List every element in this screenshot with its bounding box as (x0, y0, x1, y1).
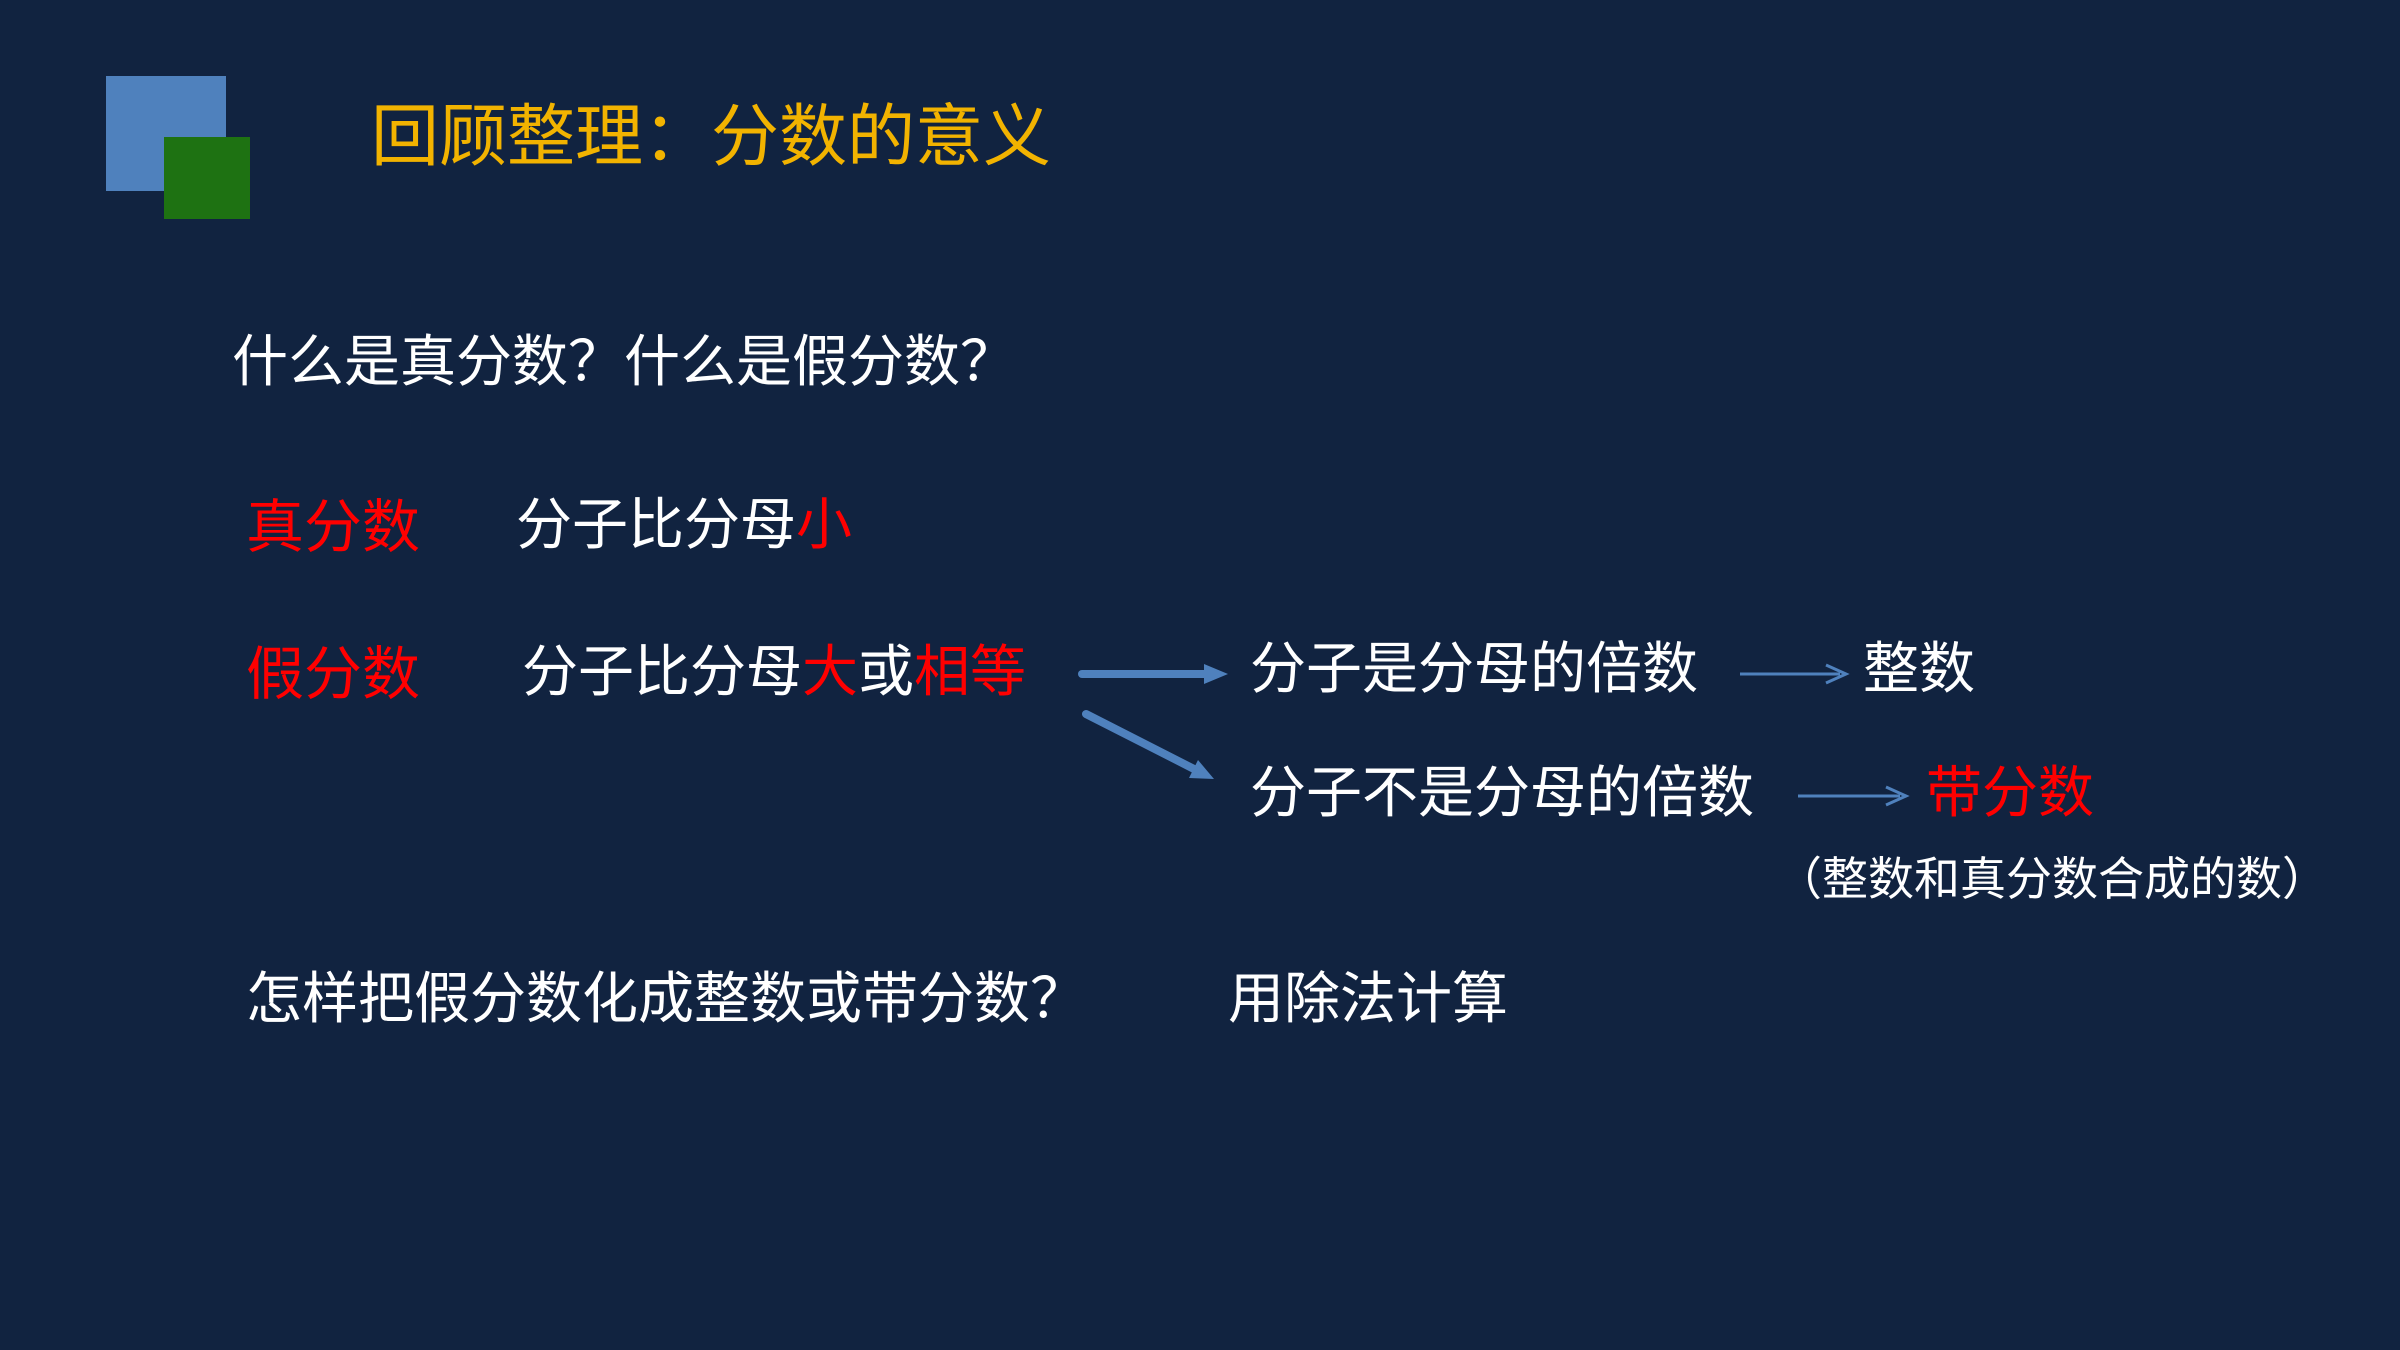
proper-def-prefix: 分子比分母 (516, 493, 796, 558)
improper-def-key-greater: 大 (802, 640, 858, 705)
thick-arrow-down-right-icon (1082, 710, 1214, 779)
branch-not-multiple-result: 带分数 (1926, 761, 2094, 826)
mixed-number-note: （整数和真分数合成的数） (1776, 852, 2328, 906)
thick-arrow-right-icon (1078, 664, 1228, 684)
decor-square-green (164, 137, 250, 219)
proper-fraction-definition: 分子比分母小 (516, 498, 852, 554)
improper-fraction-label: 假分数 (246, 640, 421, 708)
answer-convert: 用除法计算 (1228, 967, 1508, 1032)
branch-not-multiple-text: 分子不是分母的倍数 (1250, 761, 1754, 826)
thin-arrow-to-integer-icon (1740, 663, 1850, 685)
improper-def-key-equal: 相等 (914, 640, 1026, 705)
question-convert: 怎样把假分数化成整数或带分数？ (246, 967, 1086, 1032)
branch-multiple-result: 整数 (1863, 637, 1975, 702)
improper-def-or: 或 (858, 640, 914, 705)
proper-def-key: 小 (796, 493, 852, 558)
thin-arrow-to-mixed-number-icon (1798, 785, 1910, 807)
proper-fraction-label: 真分数 (246, 493, 421, 561)
question-proper-improper: 什么是真分数？什么是假分数？ (232, 330, 1016, 395)
slide-title: 回顾整理：分数的意义 (371, 98, 1052, 177)
improper-def-prefix: 分子比分母 (522, 640, 802, 705)
branch-multiple-text: 分子是分母的倍数 (1250, 637, 1698, 702)
improper-fraction-definition: 分子比分母大或相等 (522, 645, 1026, 701)
